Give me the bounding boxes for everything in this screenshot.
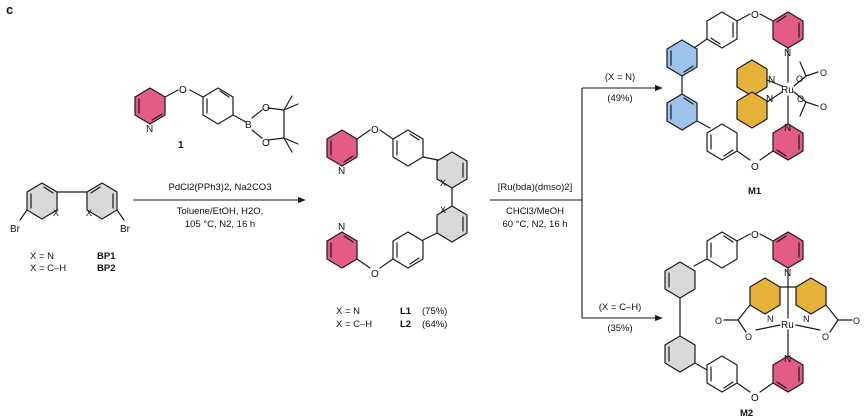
bp-x-ch-text: X = C–H [30, 263, 66, 274]
reagent-1-o-top: O [262, 103, 270, 114]
m2-ru: Ru [781, 320, 794, 331]
m2-label: M2 [740, 408, 753, 419]
branch-n-condition: (X = N) [605, 72, 635, 83]
branch-ch-condition: (X = C–H) [599, 302, 642, 313]
m1-n-bottom: N [784, 123, 791, 134]
m2-o-left-1: O [715, 316, 722, 326]
m1-o-bda1: O [796, 74, 803, 84]
ligand-x-ch-text: X = C–H [336, 319, 372, 330]
reagent-1-o-atom: O [179, 85, 187, 96]
reagent-1-n-atom: N [146, 124, 153, 135]
ligand-x-n-text: X = N [336, 306, 360, 317]
reagent-1-o-bottom: O [262, 138, 270, 149]
m2-o-left-2: O [745, 332, 752, 342]
reagent-1-b-atom: B [245, 120, 252, 131]
m1-label: M1 [748, 186, 762, 197]
m2-n-bda2: N [803, 314, 810, 324]
l2-yield: (64%) [422, 319, 447, 330]
step2-conditions-2: 60 °C, N2, 16 h [502, 219, 567, 230]
m2-o-bottom: O [751, 393, 759, 404]
m1-ru: Ru [781, 85, 794, 96]
m2-o-top: O [751, 230, 759, 241]
starting-biaryl-structure [19, 182, 125, 221]
ligand-n-bottom: N [338, 222, 345, 233]
ligand-o-bottom: O [371, 269, 379, 280]
step2-reagent-above: [Ru(bda)(dmso)2] [498, 182, 572, 193]
panel-label: c [6, 2, 13, 17]
m1-n-bda1: N [768, 75, 775, 86]
branch-ch-yield: (35%) [607, 323, 632, 334]
reagent-1-structure [134, 87, 299, 153]
bp2-label: BP2 [97, 263, 115, 274]
m2-n-bda1: N [767, 314, 774, 324]
step1-reagents-above: PdCl2(PPh3)2, Na2CO3 [169, 182, 272, 193]
ligand-x-top: X [440, 178, 446, 188]
bp-br-right: Br [120, 224, 131, 235]
bp-x-right: X [86, 208, 92, 218]
m1-o-bda4: O [820, 102, 827, 112]
branch-n-yield: (49%) [607, 93, 632, 104]
m2-o-right-2: O [822, 332, 829, 342]
bp-x-n-text: X = N [30, 251, 54, 262]
m2-structure [664, 231, 853, 393]
m2-o-right-1: O [853, 316, 860, 326]
ligand-n-top: N [338, 166, 345, 177]
ligand-o-top: O [371, 125, 379, 136]
reagent-1-label: 1 [178, 140, 184, 151]
bp1-label: BP1 [97, 251, 116, 262]
m1-o-top: O [751, 10, 759, 21]
m1-o-bottom: O [751, 162, 759, 173]
bp-x-left: X [53, 208, 59, 218]
m1-o-bda2: O [820, 68, 827, 78]
ligand-x-bottom: X [440, 205, 446, 215]
m1-o-bda3: O [797, 94, 804, 104]
m2-n-bottom: N [784, 354, 791, 365]
step1-conditions-1: Toluene/EtOH, H2O, [177, 206, 264, 217]
m1-structure [666, 11, 819, 161]
bp-br-left: Br [10, 224, 21, 235]
m1-n-bda2: N [766, 94, 773, 105]
l1-label: L1 [400, 306, 412, 317]
ligand-structure [326, 129, 468, 269]
l2-label: L2 [400, 319, 411, 330]
m2-n-top: N [784, 268, 791, 279]
step1-conditions-2: 105 °C, N2, 16 h [185, 219, 255, 230]
step2-conditions-1: CHCl3/MeOH [506, 206, 564, 217]
l1-yield: (75%) [422, 306, 447, 317]
m1-n-top: N [784, 48, 791, 59]
